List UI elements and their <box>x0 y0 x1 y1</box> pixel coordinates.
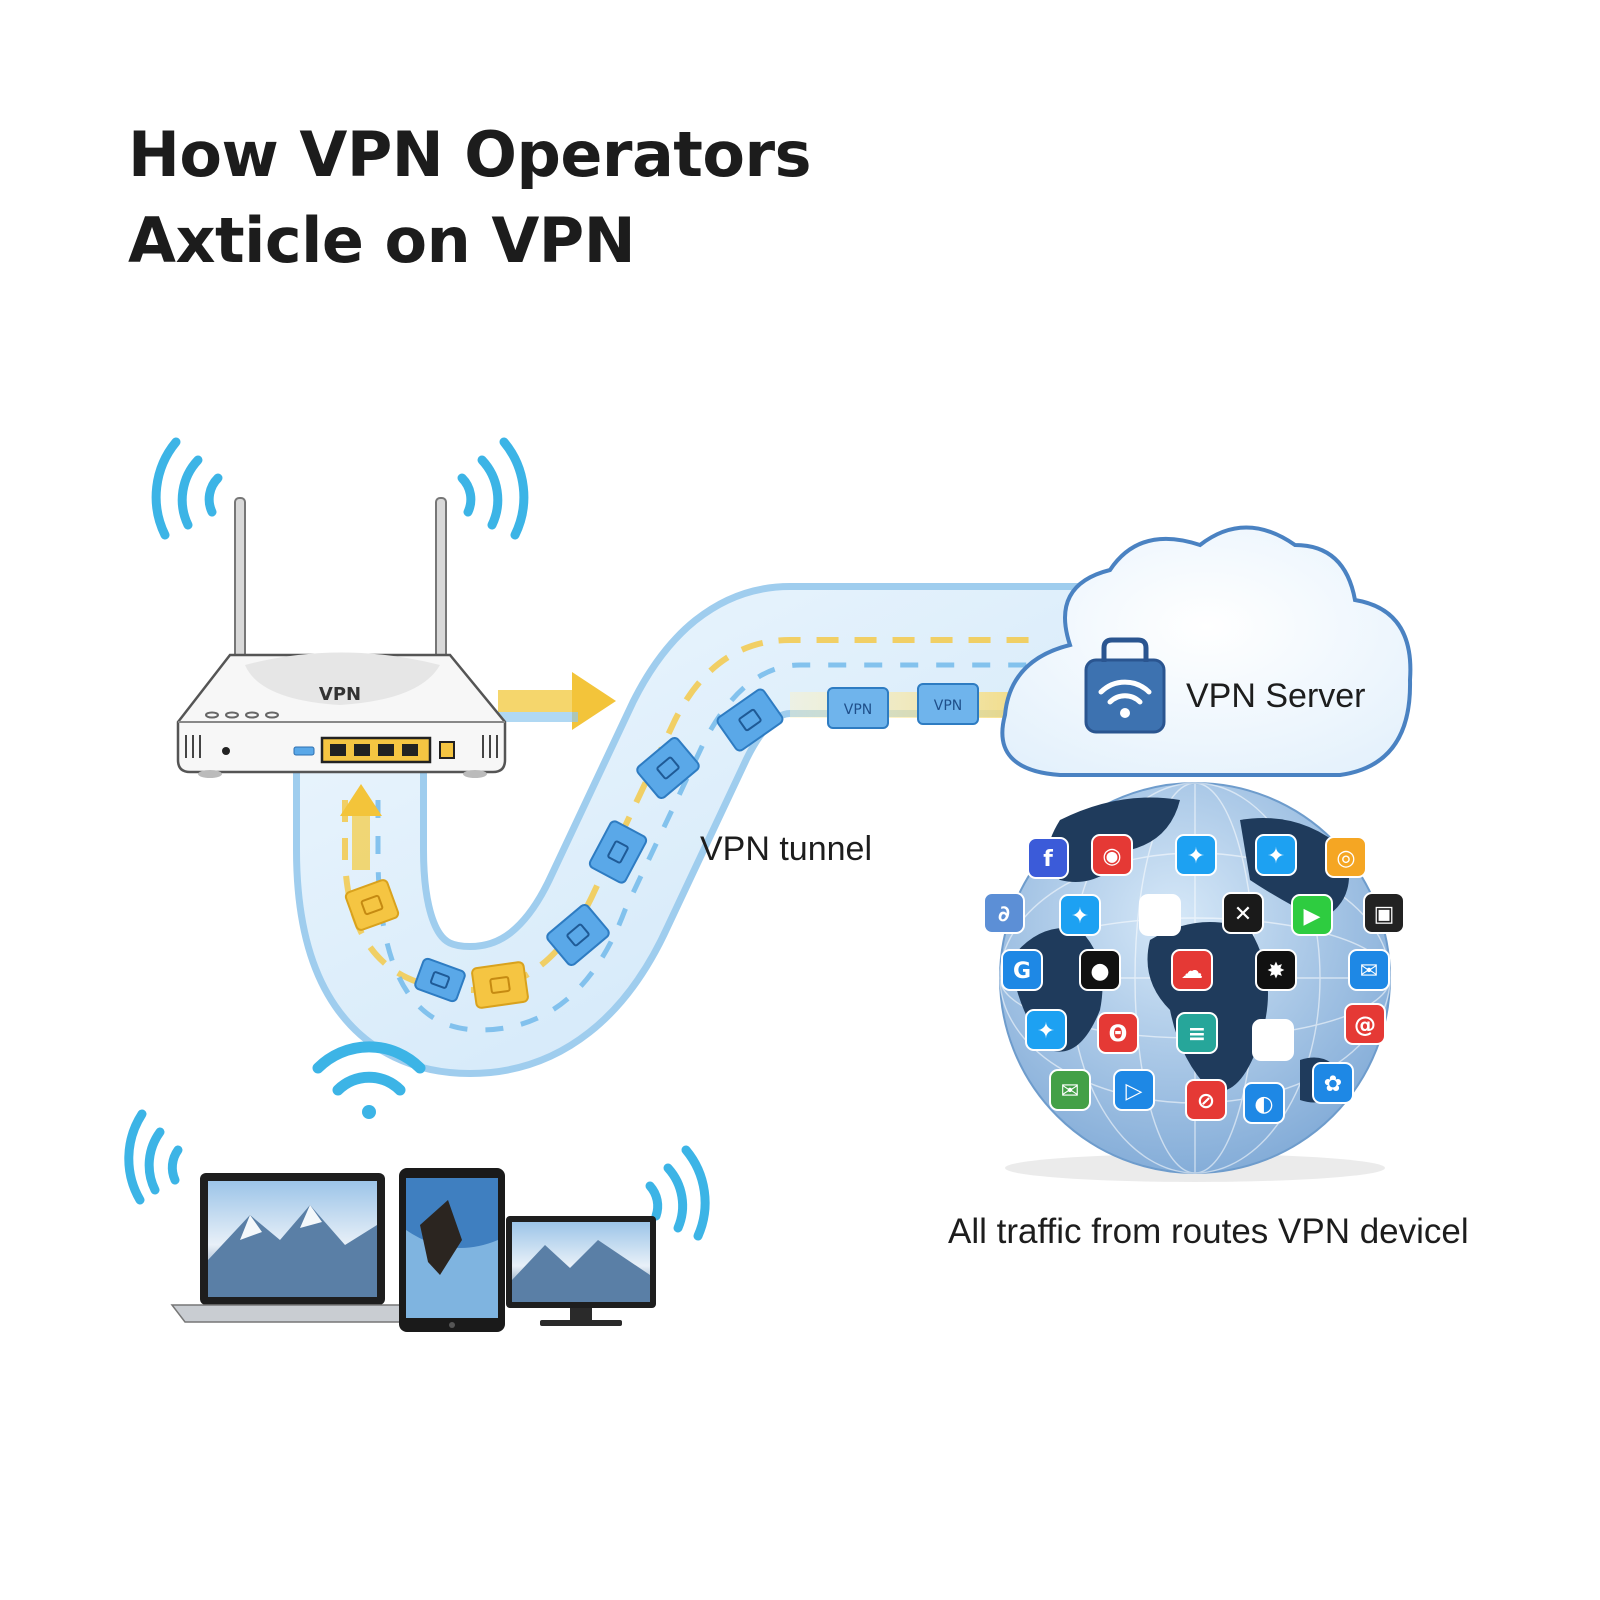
svg-text:⊘: ⊘ <box>1197 1089 1215 1114</box>
antenna-right <box>435 497 447 659</box>
tablet <box>399 1168 505 1332</box>
svg-text:✸: ✸ <box>1267 959 1285 984</box>
app-red-icon: ◉ <box>1091 834 1133 876</box>
packet-vpn-2: VPN <box>917 683 979 725</box>
vpn-tunnel <box>293 583 1147 1077</box>
svg-text:◎: ◎ <box>1336 846 1355 871</box>
app-dark-icon: ✕ <box>1222 892 1264 934</box>
svg-text:G: G <box>1013 959 1031 984</box>
page-title-line2: Axticle on VPN <box>128 204 636 277</box>
vpn-server-label: VPN Server <box>1186 677 1366 715</box>
svg-text:▶: ▶ <box>1304 904 1321 929</box>
svg-text:Θ: Θ <box>1109 1022 1128 1047</box>
wifi-lock-icon <box>1084 637 1166 734</box>
app-icon-cluster: f ◉ ✦ ✦ ◎ ∂ ✦ ✚ ✕ ▶ ▣ G ● ☁ ✸ ✉ ✦ Θ ≡ ✉ @ ✉ ▷ ⊘ ◐ ✿ <box>983 834 1405 1124</box>
twitter-icon: ✦ <box>1255 834 1297 876</box>
svg-text:☁: ☁ <box>1181 959 1203 984</box>
app-blue-icon: ▷ <box>1113 1069 1155 1111</box>
svg-text:∂: ∂ <box>998 902 1010 927</box>
packet-yellow <box>471 961 529 1009</box>
svg-text:≡: ≡ <box>1188 1022 1206 1047</box>
svg-text:✦: ✦ <box>1037 1019 1055 1044</box>
app-db-icon: ≡ <box>1176 1012 1218 1054</box>
packet-vpn-1: VPN <box>827 687 889 729</box>
laptop <box>170 1173 415 1323</box>
twitter-icon: ✦ <box>1059 894 1101 936</box>
packet-yellow <box>344 879 400 931</box>
app-chat-icon: ∂ <box>983 892 1025 934</box>
svg-text:▣: ▣ <box>1374 902 1395 927</box>
app-grid-icon: ✸ <box>1255 949 1297 991</box>
svg-text:✉: ✉ <box>1264 1029 1282 1054</box>
svg-text:f: f <box>1043 847 1053 872</box>
app-monitor-icon: ▣ <box>1363 892 1405 934</box>
play-icon: ▶ <box>1291 894 1333 936</box>
router-label: VPN <box>319 684 361 705</box>
app-red-circle-icon: ⊘ <box>1185 1079 1227 1121</box>
page-title-line1: How VPN Operators <box>128 118 812 191</box>
wifi-waves-devices-right <box>645 1145 710 1241</box>
vpn-server-cloud <box>1000 525 1413 777</box>
svg-text:✕: ✕ <box>1234 902 1252 927</box>
svg-text:◉: ◉ <box>1102 844 1121 869</box>
svg-text:◐: ◐ <box>1254 1092 1273 1117</box>
packet-blue <box>588 820 648 884</box>
packet-label: VPN <box>934 698 963 714</box>
health-cross-icon: ✚ <box>1139 894 1181 936</box>
packet-blue <box>716 688 784 752</box>
title-block: How VPN Operators Axticle on VPN <box>128 112 812 284</box>
vpn-router: VPN <box>176 497 507 778</box>
antenna-left <box>234 497 246 659</box>
wifi-waves-devices-left <box>124 1109 183 1205</box>
svg-text:●: ● <box>1090 959 1109 984</box>
svg-text:✿: ✿ <box>1324 1072 1342 1097</box>
traffic-label: All traffic from routes VPN devicel <box>948 1212 1469 1251</box>
wifi-icon <box>312 1041 426 1119</box>
packet-blue <box>546 904 610 966</box>
arrow-right-icon <box>498 672 616 730</box>
mail-green-icon: ✉ <box>1049 1069 1091 1111</box>
svg-text:✚: ✚ <box>1151 904 1169 929</box>
app-globe-icon: ◐ <box>1243 1082 1285 1124</box>
packet-blue <box>636 737 700 799</box>
monitor <box>506 1216 656 1326</box>
app-cloud-icon: ☁ <box>1171 949 1213 991</box>
mail-icon: ✉ <box>1348 949 1390 991</box>
twitter-icon: ✦ <box>1025 1009 1067 1051</box>
envelope-icon: ✉ <box>1252 1019 1294 1061</box>
svg-text:✦: ✦ <box>1267 844 1285 869</box>
twitter-icon: ✦ <box>1175 834 1217 876</box>
svg-text:✉: ✉ <box>1360 959 1378 984</box>
svg-text:▷: ▷ <box>1126 1079 1143 1104</box>
svg-text:@: @ <box>1354 1013 1376 1038</box>
svg-text:✦: ✦ <box>1187 844 1205 869</box>
app-box-icon: Θ <box>1097 1012 1139 1054</box>
tunnel-packets: VPN VPN <box>344 683 979 1009</box>
app-puzzle-icon: ✿ <box>1312 1062 1354 1104</box>
wifi-waves-router-right <box>457 437 529 540</box>
app-swirl-icon: G <box>1001 949 1043 991</box>
arrow-up-icon <box>340 784 382 870</box>
at-sign-icon: @ <box>1344 1003 1386 1045</box>
packet-label: VPN <box>844 702 873 718</box>
app-orange-icon: ◎ <box>1325 836 1367 878</box>
svg-text:✦: ✦ <box>1071 904 1089 929</box>
svg-text:✉: ✉ <box>1061 1079 1079 1104</box>
vpn-tunnel-label: VPN tunnel <box>700 830 872 868</box>
wifi-waves-router-left <box>151 437 223 540</box>
packet-blue <box>414 957 466 1003</box>
app-drop-icon: ● <box>1079 949 1121 991</box>
facebook-icon: f <box>1027 837 1069 879</box>
